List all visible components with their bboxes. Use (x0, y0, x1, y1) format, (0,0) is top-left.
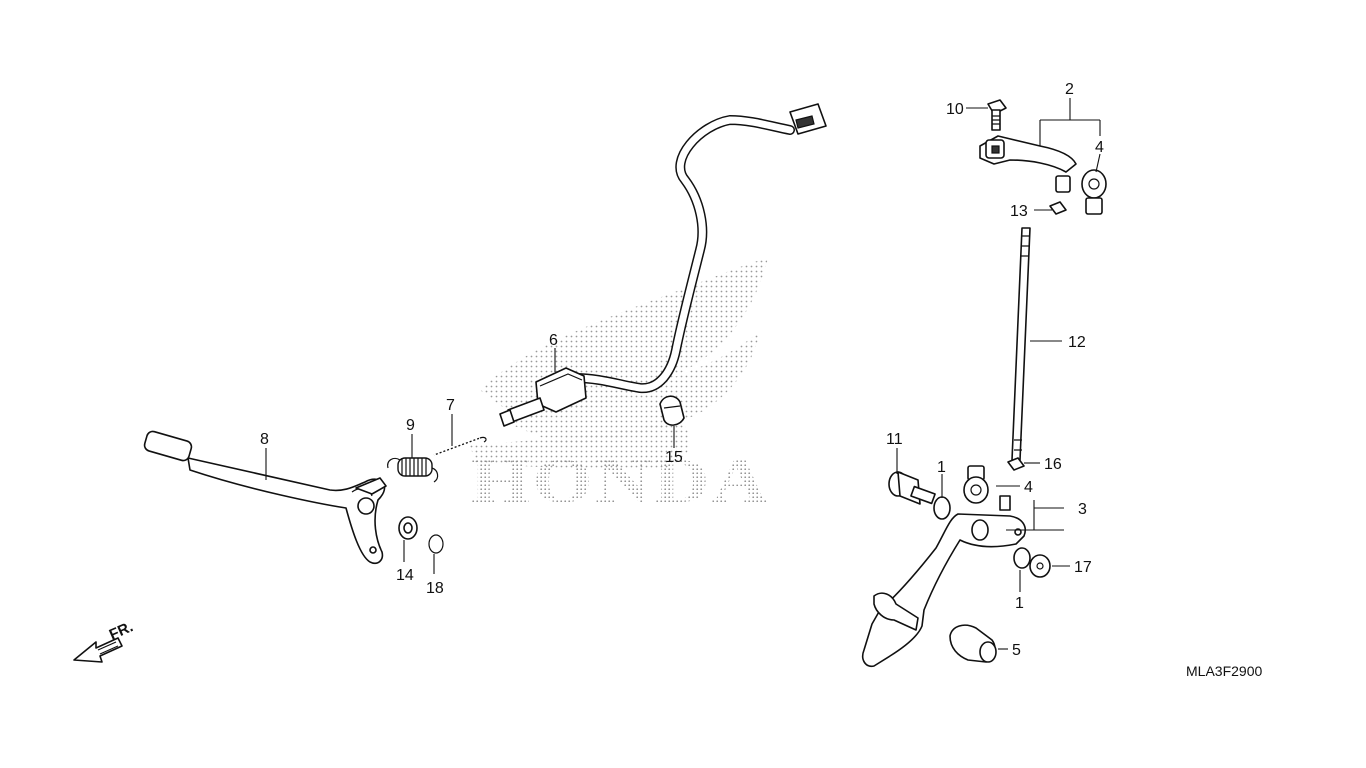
rod-nut[interactable] (1007, 457, 1025, 471)
o-ring-upper[interactable] (933, 496, 951, 520)
callout-4-lower: 4 (1024, 479, 1033, 496)
callout-11: 11 (886, 431, 903, 448)
callout-7: 7 (446, 397, 455, 414)
switch-spring[interactable] (433, 436, 487, 457)
front-label: FR. (107, 618, 136, 643)
callout-18: 18 (426, 580, 444, 597)
callout-2: 2 (1065, 81, 1074, 98)
pedal-arm[interactable] (861, 513, 1026, 668)
rear-brake-switch[interactable] (499, 103, 827, 427)
callout-1-upper: 1 (937, 459, 946, 476)
callout-13: 13 (1010, 203, 1028, 220)
shift-rod[interactable] (1011, 227, 1031, 461)
callout-3: 3 (1078, 501, 1087, 518)
front-direction-arrow-icon (73, 637, 123, 663)
callout-5: 5 (1012, 642, 1021, 659)
honda-wordmark-watermark: HONDA (470, 445, 770, 516)
callout-15: 15 (665, 449, 683, 466)
flat-washer[interactable] (1029, 554, 1051, 578)
pivot-bolt[interactable] (888, 471, 936, 505)
leader-lines (265, 98, 1101, 650)
callout-labels: 6 7 9 8 14 18 15 10 2 4 13 12 16 11 1 4 … (260, 81, 1104, 659)
callout-4-upper: 4 (1095, 139, 1104, 156)
harness-clamp[interactable] (659, 395, 685, 426)
callout-12: 12 (1068, 334, 1086, 351)
callout-9: 9 (406, 417, 415, 434)
lock-nut[interactable] (1049, 201, 1067, 215)
gearshift-pedal[interactable] (143, 430, 387, 565)
ball-joint-upper[interactable] (1081, 169, 1107, 215)
o-ring-lower[interactable] (1013, 547, 1031, 569)
callout-10: 10 (946, 101, 964, 118)
callout-16: 16 (1044, 456, 1062, 473)
callout-6: 6 (549, 332, 558, 349)
callout-1-lower: 1 (1015, 595, 1024, 612)
washer[interactable] (398, 516, 418, 540)
return-spring[interactable] (387, 457, 439, 483)
bolt[interactable] (987, 99, 1007, 131)
upper-joint[interactable] (979, 135, 1077, 193)
callout-8: 8 (260, 431, 269, 448)
circlip[interactable] (428, 534, 444, 554)
pedal-rubber[interactable] (949, 624, 997, 663)
callout-17: 17 (1074, 559, 1092, 576)
diagram-code: MLA3F2900 (1186, 663, 1262, 679)
ball-joint-lower[interactable] (963, 465, 1011, 511)
callout-14: 14 (396, 567, 414, 584)
